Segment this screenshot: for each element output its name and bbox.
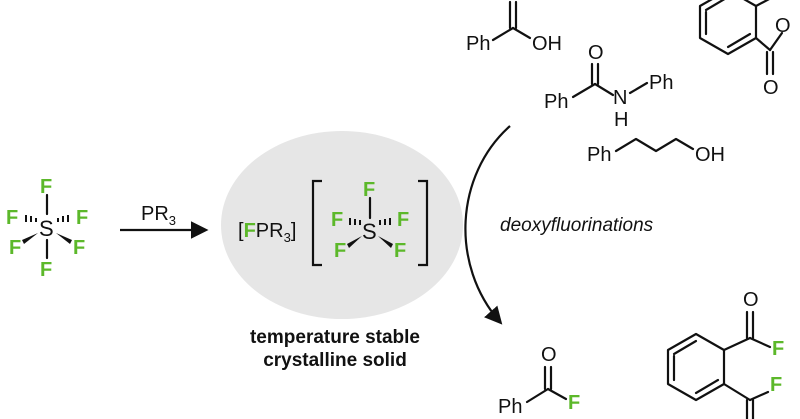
benzoyl-fluoride-fluorine: F bbox=[568, 392, 580, 414]
sf6-fluorine-upper-left: F bbox=[6, 207, 18, 229]
phthalide-carbonyl-oxygen: O bbox=[763, 77, 779, 99]
deoxyfluorination-process: deoxyfluorinations bbox=[464, 125, 654, 325]
phthaloyl-benzene-ring bbox=[666, 332, 726, 402]
phthaloyl-upper-bond bbox=[722, 336, 752, 352]
anion-bracket-right bbox=[418, 179, 429, 267]
benzoic-acid-ph: Ph bbox=[466, 33, 490, 55]
anion-bond-wedge-right bbox=[378, 236, 393, 248]
salt-caption-line1: temperature stable bbox=[250, 327, 420, 348]
sf6-bond-hash-left bbox=[25, 215, 37, 222]
phthaloyl-lower-bond bbox=[722, 382, 752, 402]
benzanilide-bond-2 bbox=[593, 82, 615, 97]
reagent-label: PR3 bbox=[141, 203, 176, 228]
cation-formula: [FPR3] bbox=[238, 220, 296, 245]
sf6-fluorine-upper-right: F bbox=[76, 207, 88, 229]
benzanilide-bond-1 bbox=[571, 82, 597, 99]
anion-bond-hash-right bbox=[379, 218, 391, 225]
sf6-sulfur-atom: S bbox=[39, 216, 54, 241]
phthaloyl-lower-cf-bond bbox=[748, 390, 770, 402]
anion-fluorine-top: F bbox=[363, 179, 375, 201]
sf6-fluorine-lower-right: F bbox=[73, 237, 85, 259]
phenylpropanol-chain bbox=[614, 137, 695, 153]
substrate-benzanilide: Ph O N H Ph bbox=[544, 42, 673, 131]
benzoic-acid-bond-1 bbox=[491, 26, 515, 42]
anion-fluorine-lower-right: F bbox=[394, 240, 406, 262]
sf6-fluorine-top: F bbox=[40, 176, 52, 198]
product-benzoyl-fluoride: Ph O F bbox=[498, 344, 580, 418]
process-label: deoxyfluorinations bbox=[500, 215, 654, 236]
phthalide-ring-double-1 bbox=[704, 0, 726, 12]
sf6-bond-wedge-right bbox=[56, 233, 72, 244]
anion-fluorine-lower-left: F bbox=[334, 240, 346, 262]
phthalide-lactone-bond-2 bbox=[768, 31, 784, 52]
phthaloyl-ring-double-3 bbox=[694, 378, 720, 395]
anion-sulfur-atom: S bbox=[362, 219, 377, 244]
benzanilide-bond-3 bbox=[628, 81, 649, 95]
substrate-phthalide: O O bbox=[698, 0, 791, 99]
phthaloyl-upper-cf-bond bbox=[748, 336, 772, 349]
phthaloyl-lower-fluorine: F bbox=[770, 374, 782, 396]
benzoic-acid-oh: OH bbox=[532, 33, 562, 55]
product-phthaloyl-difluoride: O F F bbox=[666, 289, 784, 419]
benzoic-acid-bond-2 bbox=[511, 26, 532, 40]
phthaloyl-upper-fluorine: F bbox=[772, 338, 784, 360]
anion-fluorine-upper-left: F bbox=[331, 209, 343, 231]
salt-product: [FPR3] S F F F F F temperature stable cr… bbox=[221, 131, 463, 371]
product-highlight-ellipse bbox=[221, 131, 463, 319]
benzanilide-nitrogen: N bbox=[613, 87, 627, 109]
benzanilide-ph-right: Ph bbox=[649, 72, 673, 94]
anion-bond-hash-left bbox=[349, 218, 361, 225]
benzoyl-fluoride-oxygen: O bbox=[541, 344, 557, 366]
benzoyl-fluoride-bond-2 bbox=[546, 387, 568, 401]
sf6-fluorine-bottom: F bbox=[40, 259, 52, 281]
phthalide-ring-double-3 bbox=[726, 32, 752, 49]
benzanilide-ph-left: Ph bbox=[544, 91, 568, 113]
substrate-phenylpropanol: Ph OH bbox=[587, 137, 725, 166]
sf6-molecule: S F F F F F F bbox=[6, 176, 88, 281]
salt-caption-line2: crystalline solid bbox=[263, 350, 407, 371]
anion-fluorine-upper-right: F bbox=[397, 209, 409, 231]
phthaloyl-ring-double-1 bbox=[672, 339, 698, 356]
phthaloyl-upper-oxygen: O bbox=[743, 289, 759, 311]
sf6-bond-wedge-left bbox=[22, 233, 38, 244]
benzoyl-fluoride-bond-1 bbox=[525, 387, 550, 404]
substrate-benzoic-acid: Ph OH bbox=[466, 0, 562, 55]
sf6-fluorine-lower-left: F bbox=[9, 237, 21, 259]
benzoyl-fluoride-ph: Ph bbox=[498, 396, 522, 418]
curved-process-arrow bbox=[464, 125, 511, 325]
phenylpropanol-ph: Ph bbox=[587, 144, 611, 166]
phenylpropanol-oh: OH bbox=[695, 144, 725, 166]
benzanilide-oxygen: O bbox=[588, 42, 604, 64]
benzanilide-hydrogen: H bbox=[614, 109, 628, 131]
phthalide-lactone-bond-3 bbox=[754, 0, 770, 8]
phthalide-lactone-bond-1 bbox=[754, 36, 772, 52]
sf6-bond-hash-right bbox=[57, 215, 69, 222]
reaction-step-arrow: PR3 bbox=[120, 203, 209, 239]
anion-bracket-left bbox=[311, 179, 322, 267]
phthalide-ring-oxygen: O bbox=[775, 15, 791, 37]
anion-bond-wedge-left bbox=[347, 236, 362, 248]
